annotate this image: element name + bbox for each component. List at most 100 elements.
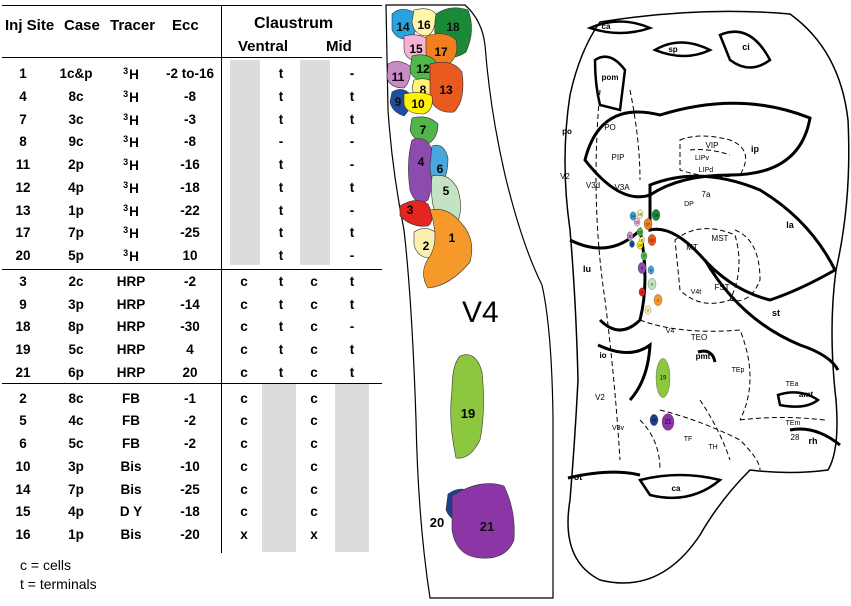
sulcus-pmt — [697, 349, 717, 363]
table-cell-site: 7 — [19, 111, 27, 127]
injection-site-21 — [451, 483, 515, 559]
table-cell-ecc: -2 — [183, 436, 197, 451]
table-cell-ecc: -14 — [180, 296, 200, 312]
table-cell-case: 3p — [68, 296, 84, 312]
table-cell-case: 4c — [68, 413, 84, 429]
isotope-superscript: 3 — [123, 88, 129, 99]
table-cell-tracer: 3H — [123, 225, 139, 241]
area-label: V2 — [595, 393, 605, 402]
table-cell-case: 5p — [68, 248, 84, 263]
table-cell-ecc: -20 — [180, 527, 200, 542]
area-label: TEp — [732, 367, 745, 374]
brain-outline — [564, 10, 850, 584]
table-cell-m1: c — [310, 436, 318, 451]
table-cell-site: 2 — [19, 390, 27, 406]
injection-site-label: 20 — [430, 515, 444, 530]
table-cell-m2: t — [349, 179, 355, 195]
inset-site-label: 4 — [641, 267, 643, 271]
area-label: amt — [799, 390, 814, 399]
top-rule — [2, 5, 382, 6]
table-cell-m2: - — [349, 157, 355, 172]
injection-site-label: 6 — [437, 162, 444, 176]
table-cell-ecc: -22 — [180, 202, 200, 218]
table-cell-site: 8 — [19, 134, 27, 150]
table-cell-m1: c — [310, 296, 318, 312]
table-cell-m2: - — [349, 248, 355, 263]
inset-site-label: 19 — [660, 376, 667, 382]
area-label: MST — [712, 234, 729, 243]
inset-site-label: 11 — [628, 235, 632, 239]
injection-site-label: 9 — [395, 95, 402, 109]
shaded-column-top — [300, 60, 330, 265]
table-cell-ecc: 20 — [182, 364, 198, 380]
area-label: TH — [708, 444, 717, 451]
area-label: io — [599, 351, 606, 360]
inset-site-label: 10 — [638, 244, 642, 248]
table-cell-ecc: -10 — [180, 458, 200, 474]
table-cell-case: 9c — [68, 134, 84, 150]
injection-site-7 — [409, 116, 439, 145]
table-cell-site: 14 — [15, 481, 31, 497]
area-label: ca — [672, 484, 681, 493]
inset-site-label: 5 — [651, 283, 653, 287]
inset-site-label: 9 — [631, 243, 633, 247]
tracer-symbol: H — [129, 89, 139, 105]
inset-site-label: 13 — [650, 239, 654, 243]
table-cell-m2: t — [349, 88, 355, 104]
table-cell-v2: t — [278, 111, 284, 127]
table-cell-case: 2c — [68, 273, 84, 289]
area-label: V3v — [612, 425, 625, 432]
table-cell-tracer: 3H — [123, 248, 139, 264]
injection-site-label: 8 — [420, 83, 427, 97]
column-divider — [221, 5, 222, 553]
injection-site-4 — [408, 138, 434, 203]
v4-outline — [385, 4, 554, 599]
table-cell-v2: t — [278, 319, 284, 335]
table-cell-m2: - — [349, 66, 355, 81]
group-rule — [2, 268, 382, 270]
table-cell-ecc: -18 — [180, 179, 200, 195]
table-cell-site: 19 — [15, 342, 31, 357]
shaded-column-top — [230, 60, 260, 265]
injection-site-label: 10 — [411, 97, 425, 111]
inset-site-16 — [636, 209, 644, 219]
injection-site-3 — [399, 200, 433, 227]
table-cell-case: 5c — [68, 342, 84, 357]
table-cell-m2: t — [349, 364, 355, 380]
table-cell-case: 3c — [68, 111, 84, 127]
inset-site-label: 17 — [646, 223, 650, 227]
area-label: V3A — [614, 183, 630, 192]
table-cell-m1: c — [310, 273, 318, 289]
area-label: pom — [602, 73, 619, 82]
injection-site-label: 15 — [409, 42, 423, 56]
table-cell-tracer: 3H — [123, 203, 139, 219]
injection-site-label: 12 — [416, 62, 430, 76]
table-cell-v2: t — [278, 157, 284, 172]
table-cell-ecc: -16 — [180, 157, 200, 172]
isotope-superscript: 3 — [123, 134, 129, 145]
inset-site-9 — [629, 240, 635, 248]
table-cell-v1: x — [240, 527, 248, 542]
table-cell-site: 1 — [19, 66, 27, 81]
table-cell-ecc: -3 — [183, 111, 197, 127]
inset-site-10 — [636, 240, 644, 250]
inset-site-label: 18 — [654, 214, 658, 218]
sulcus-st — [648, 174, 837, 302]
area-label: LIPd — [699, 167, 714, 174]
table-cell-site: 21 — [15, 364, 31, 380]
isotope-superscript: 3 — [123, 202, 129, 213]
tracer-symbol: H — [129, 158, 139, 173]
table-cell-m1: c — [310, 390, 318, 406]
table-cell-m1: c — [310, 481, 318, 497]
injection-site-label: 16 — [417, 18, 431, 32]
injection-site-label: 4 — [418, 155, 425, 169]
area-label: TEm — [786, 420, 801, 427]
table-cell-tracer: HRP — [116, 273, 146, 289]
table-cell-case: 8p — [68, 319, 84, 335]
table-cell-case: 7p — [68, 481, 84, 497]
group-rule — [2, 382, 382, 384]
